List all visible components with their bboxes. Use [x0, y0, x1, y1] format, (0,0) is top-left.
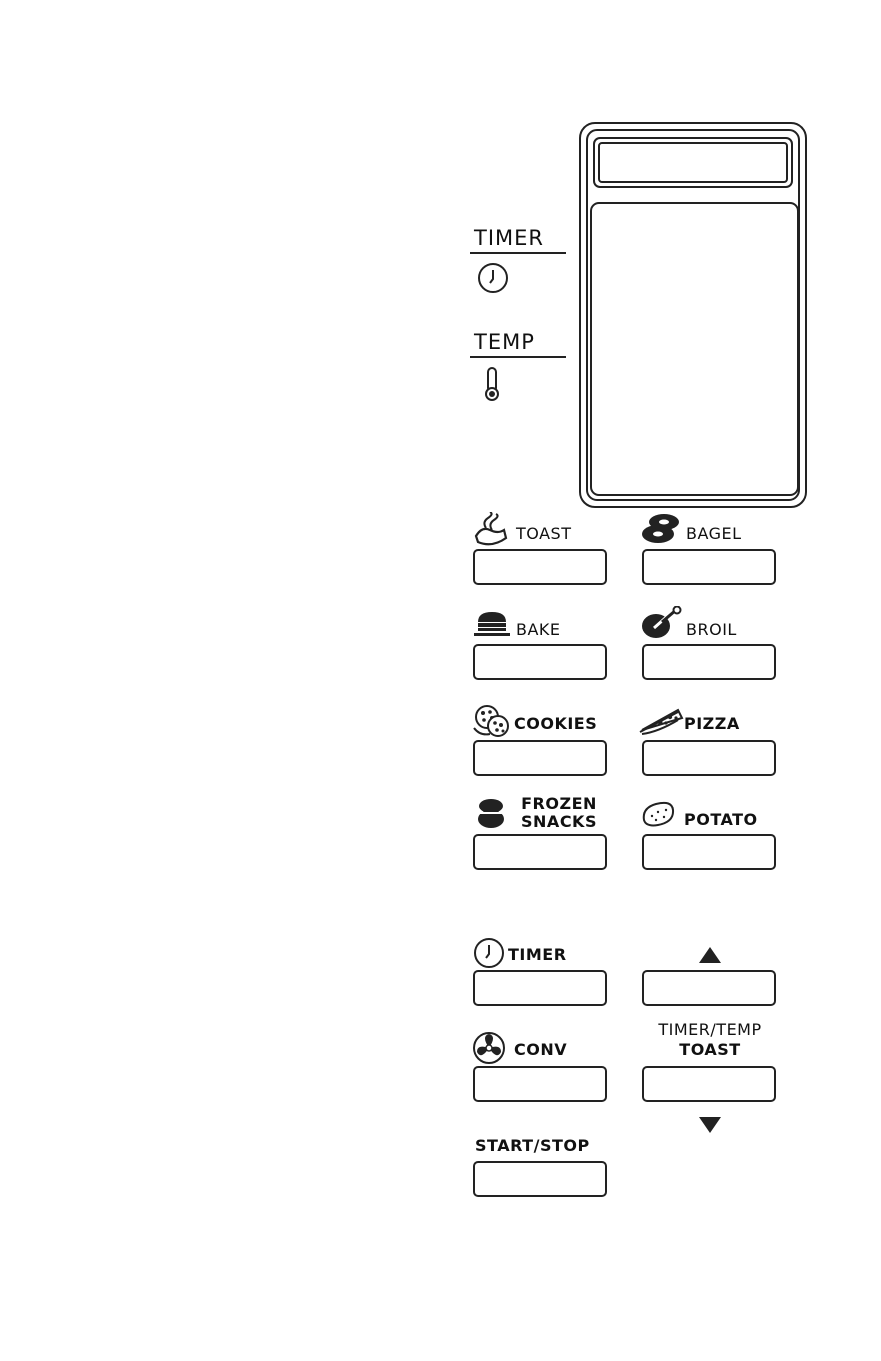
timer-temp-toast-label-line1: TIMER/TEMP	[630, 1020, 790, 1040]
drumstick-icon	[640, 606, 682, 640]
up-button[interactable]	[642, 970, 776, 1006]
timer-temp-toast-button[interactable]	[642, 1066, 776, 1102]
pizza-label: PIZZA	[684, 714, 740, 733]
display-window-top-inner	[598, 142, 788, 183]
convection-fan-icon	[471, 1030, 507, 1066]
cookies-label: COOKIES	[514, 714, 597, 733]
clock-icon	[476, 261, 510, 295]
display-window-main	[590, 202, 799, 496]
cookies-icon	[470, 704, 514, 738]
side-temp-rule	[470, 356, 566, 358]
potato-label: POTATO	[684, 810, 758, 829]
conv-button[interactable]	[473, 1066, 607, 1102]
thermometer-icon	[482, 366, 502, 402]
cake-icon	[472, 610, 512, 638]
frozen-snacks-button[interactable]	[473, 834, 607, 870]
frozen-snacks-label-line1: FROZEN	[511, 795, 607, 813]
side-temp-label: TEMP	[474, 330, 535, 354]
side-timer-label: TIMER	[474, 226, 544, 250]
bagel-icon	[640, 512, 682, 546]
timer-label: TIMER	[508, 945, 567, 964]
side-timer-rule	[470, 252, 566, 254]
pizza-icon	[638, 706, 684, 736]
start-stop-button[interactable]	[473, 1161, 607, 1197]
timer-button[interactable]	[473, 970, 607, 1006]
timer-clock-icon	[472, 936, 506, 970]
frozen-snacks-label-line2: SNACKS	[511, 813, 607, 831]
potato-button[interactable]	[642, 834, 776, 870]
toast-icon	[472, 512, 510, 548]
bagel-button[interactable]	[642, 549, 776, 585]
frozen-snacks-icon	[474, 797, 508, 829]
timer-temp-toast-label-line2: TOAST	[630, 1040, 790, 1060]
cookies-button[interactable]	[473, 740, 607, 776]
broil-label: BROIL	[686, 620, 737, 639]
down-arrow-icon	[698, 1116, 722, 1134]
broil-button[interactable]	[642, 644, 776, 680]
toast-label: TOAST	[516, 524, 571, 543]
start-stop-label: START/STOP	[475, 1136, 590, 1155]
toast-button[interactable]	[473, 549, 607, 585]
conv-label: CONV	[514, 1040, 567, 1059]
bake-label: BAKE	[516, 620, 561, 639]
bake-button[interactable]	[473, 644, 607, 680]
potato-icon	[640, 800, 676, 828]
bagel-label: BAGEL	[686, 524, 742, 543]
up-arrow-icon	[698, 946, 722, 964]
pizza-button[interactable]	[642, 740, 776, 776]
